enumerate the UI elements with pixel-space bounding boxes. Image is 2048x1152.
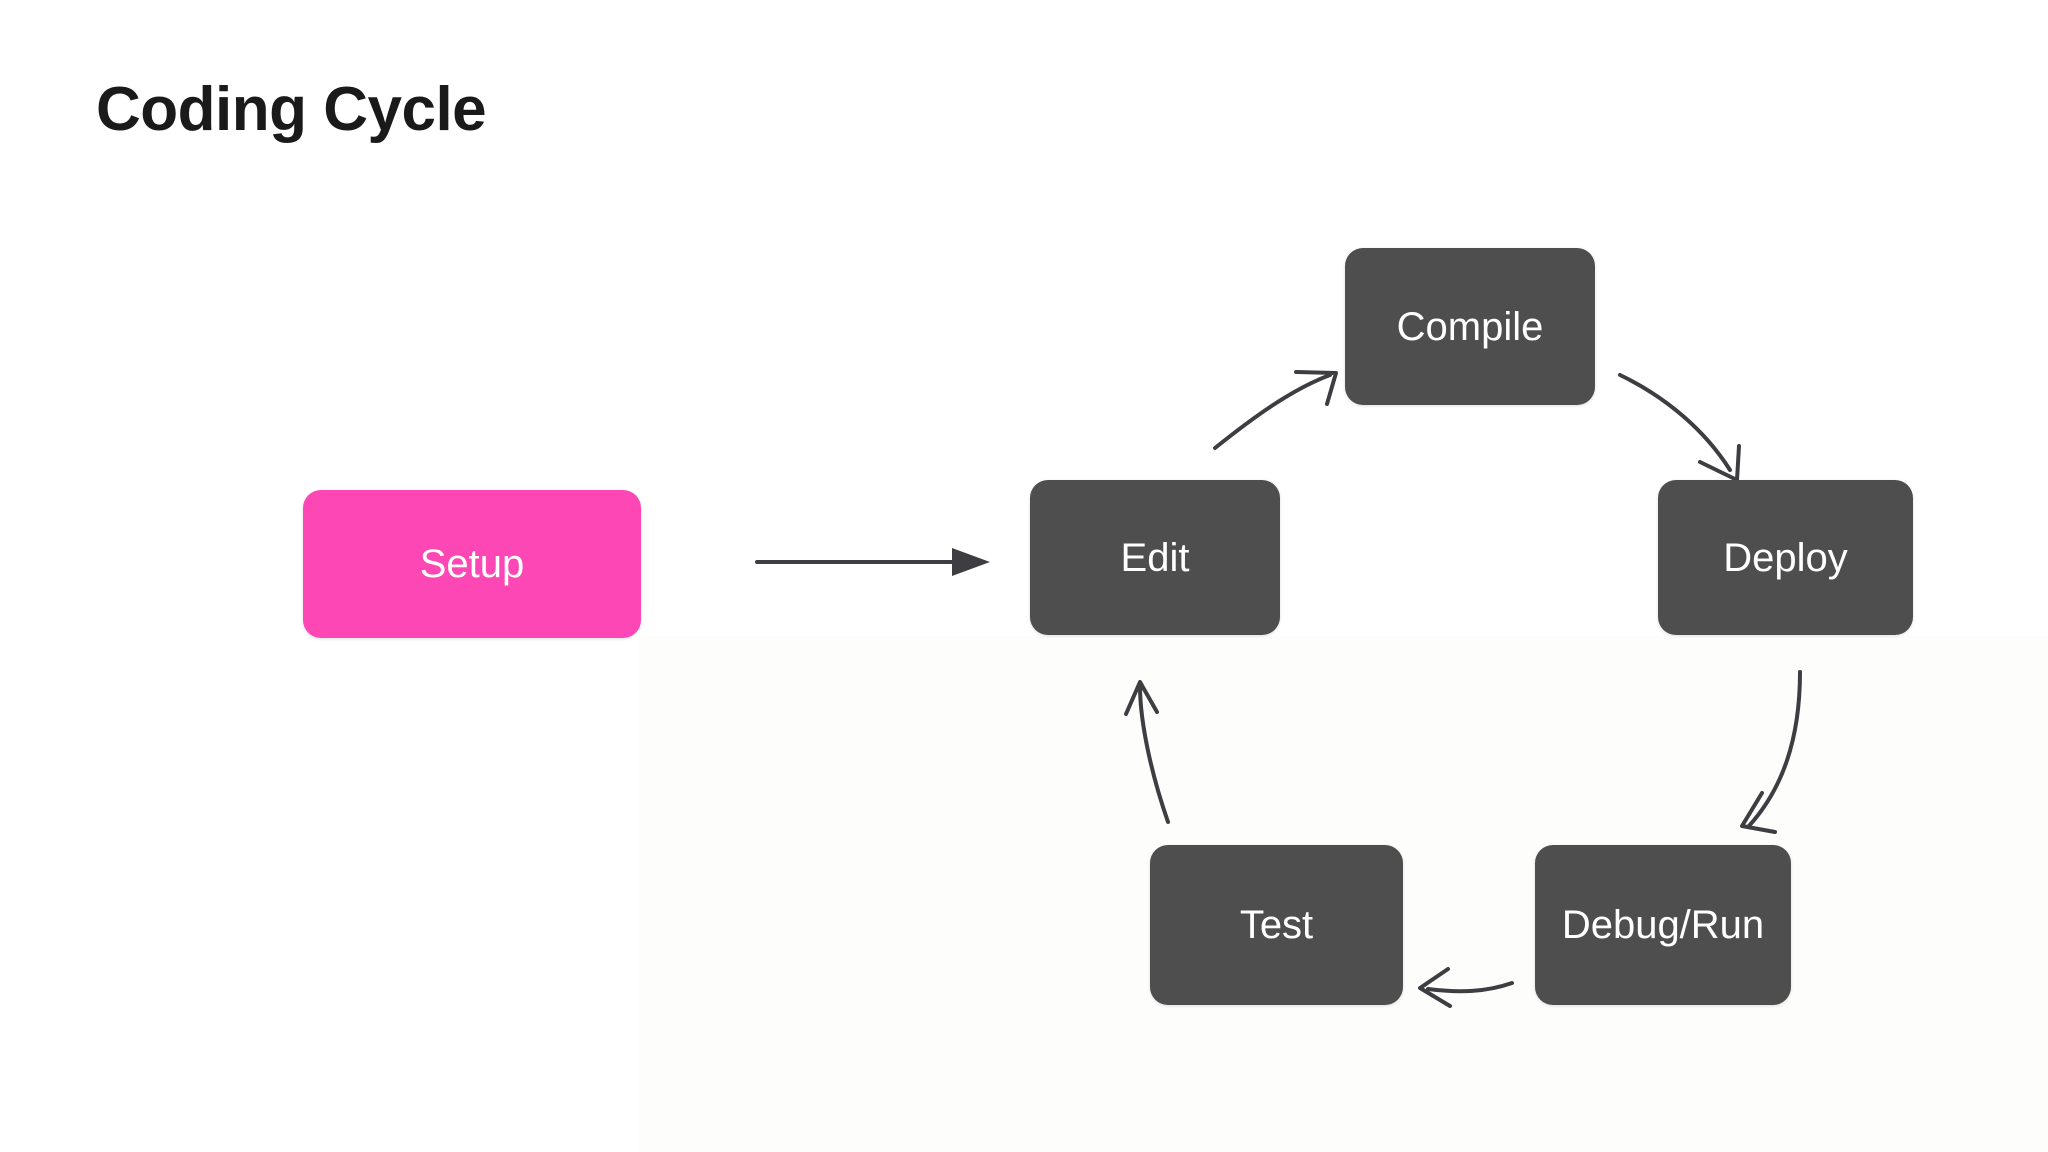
diagram-node-compile[interactable]: Compile [1345, 248, 1595, 405]
arrow-deploy-to-debugrun [1740, 670, 1802, 834]
arrow-compile-to-deploy [1618, 373, 1741, 482]
arrow-edit-to-compile [1213, 370, 1338, 450]
arrow-setup-to-edit [755, 548, 990, 576]
arrow-test-to-edit [1124, 680, 1170, 824]
page-title: Coding Cycle [96, 75, 487, 144]
diagram-node-test[interactable]: Test [1150, 845, 1403, 1005]
diagram-node-edit[interactable]: Edit [1030, 480, 1280, 635]
diagram-node-setup[interactable]: Setup [303, 490, 641, 638]
diagram-node-deploy[interactable]: Deploy [1658, 480, 1913, 635]
arrow-debugrun-to-test [1418, 967, 1514, 1008]
diagram-node-debug-run[interactable]: Debug/Run [1535, 845, 1791, 1005]
